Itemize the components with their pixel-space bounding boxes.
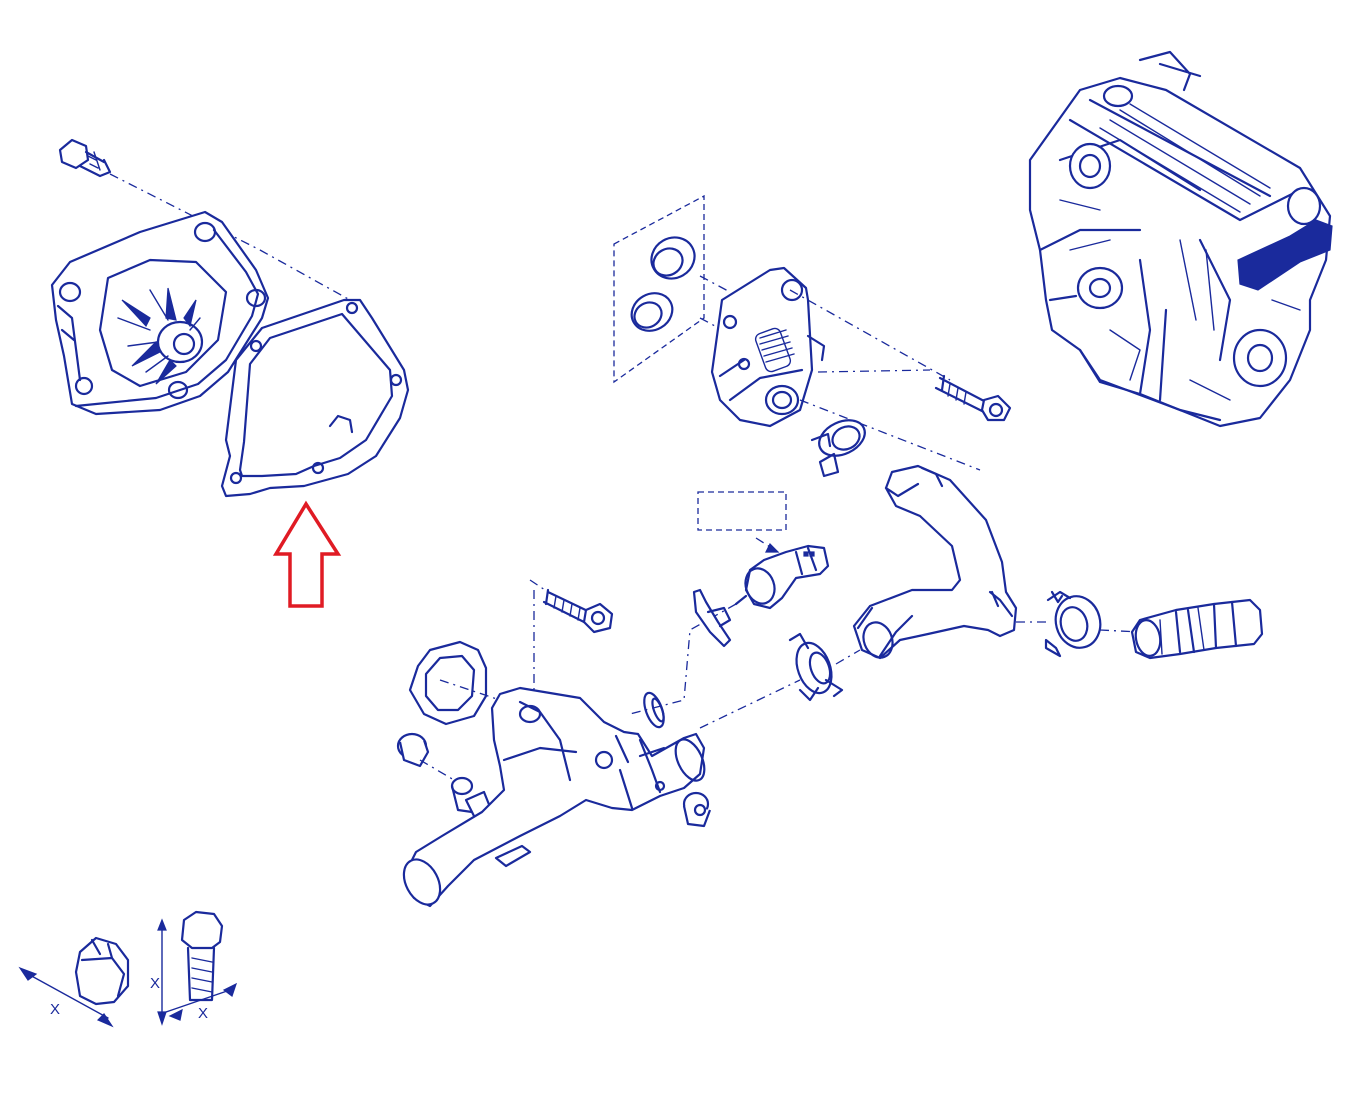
hose-clamp-upper[interactable]: [810, 413, 871, 478]
housing-outlet-axis: [799, 369, 981, 471]
coolant-hose[interactable]: [852, 464, 1018, 662]
pump-bolt-axis: [109, 173, 351, 301]
sensor-kit-bracket: [697, 491, 787, 531]
water-pump-bolt[interactable]: [58, 138, 112, 178]
hose-clamp-right[interactable]: [1044, 590, 1106, 658]
thermostat-housing[interactable]: [710, 266, 826, 428]
rubber-grommet[interactable]: [682, 791, 712, 828]
legend-bolt-icon: [180, 910, 224, 950]
bolt-height-label: X: [150, 975, 160, 992]
lower-hose-axis: [699, 649, 861, 729]
thermostat-housing-bolt[interactable]: [934, 374, 1012, 422]
hose-clamp-lower[interactable]: [788, 632, 844, 702]
pump-impeller: [117, 287, 204, 385]
sensor-pointer-arrow: [765, 542, 780, 553]
gasket-axis: [439, 679, 531, 711]
o-ring-lower[interactable]: [625, 286, 679, 338]
seal-kit-bracket: [613, 194, 705, 384]
up-arrow-outline-icon: [272, 500, 342, 608]
bolt-width-label: X: [198, 1005, 208, 1022]
coolant-temperature-sensor[interactable]: [734, 544, 830, 610]
sensor-axis: [629, 603, 737, 715]
cap-axis: [419, 759, 455, 781]
clamp-dimension-legend: X: [18, 936, 130, 1028]
outlet-o-ring[interactable]: [640, 690, 667, 729]
housing-bolt-axis: [789, 289, 951, 381]
blanking-cap[interactable]: [396, 732, 430, 768]
o-ring-upper[interactable]: [644, 230, 702, 287]
water-pump[interactable]: [50, 210, 270, 416]
legend-clamp-icon: [74, 936, 130, 1006]
outlet-housing-bolt[interactable]: [542, 588, 614, 634]
water-pump-gasket[interactable]: [220, 298, 410, 498]
clamp-dimension-label: X: [50, 1001, 60, 1018]
thermostat-spring: [754, 327, 795, 373]
right-hose-axis: [1016, 621, 1141, 633]
bolt-dimension-legend: X X: [150, 910, 238, 1026]
bolt-axis: [529, 579, 549, 730]
engine-overview-illustration: [1028, 50, 1333, 428]
sensor-retaining-clip[interactable]: [692, 588, 732, 648]
coolant-pipe-fitting[interactable]: [1130, 598, 1264, 660]
coolant-outlet-housing[interactable]: [397, 686, 711, 911]
